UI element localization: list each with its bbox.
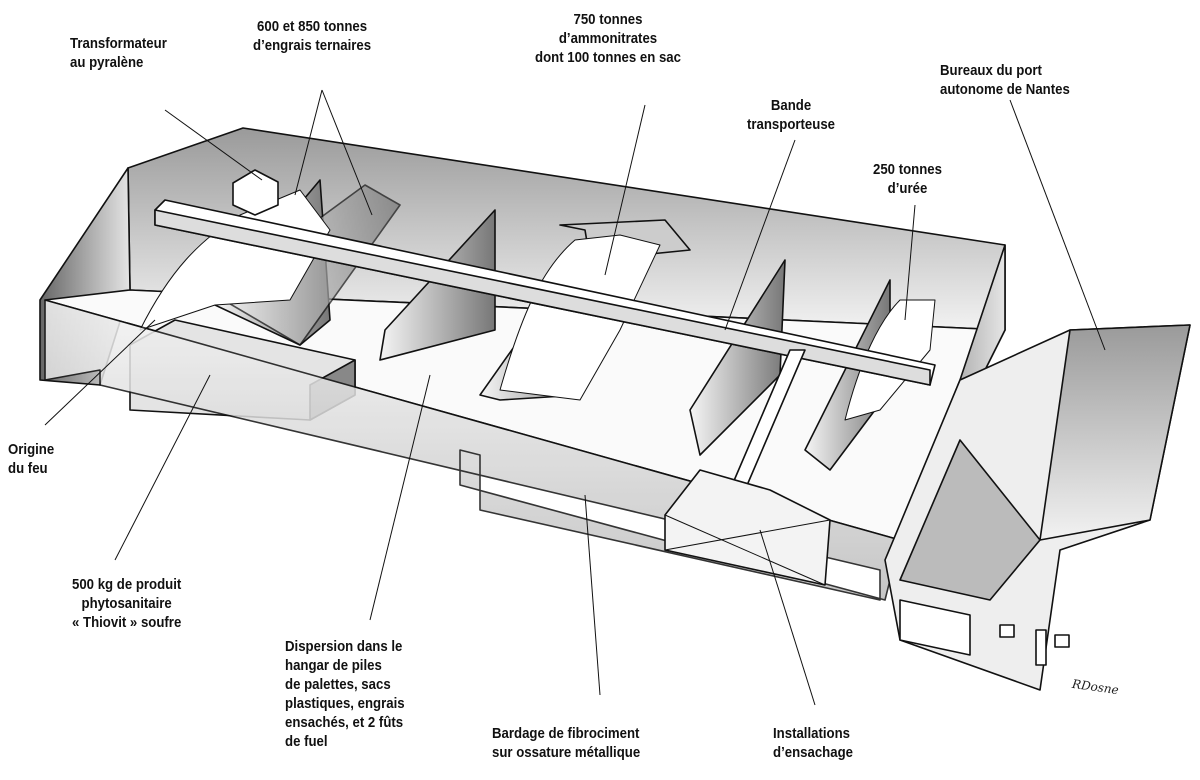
label-origine-feu: Origine du feu	[8, 441, 55, 477]
label-ammonitrates: 750 tonnes d’ammonitrates dont 100 tonne…	[535, 11, 681, 66]
label-produit-phytosanitaire: 500 kg de produit phytosanitaire « Thiov…	[72, 576, 182, 631]
leader-lines	[44, 89, 1106, 706]
front-wall	[44, 299, 901, 601]
label-bardage: Bardage de fibrociment sur ossature méta…	[492, 725, 641, 761]
label-uree: 250 tonnes d’urée	[873, 161, 942, 197]
label-bureaux: Bureaux du port autonome de Nantes	[940, 62, 1070, 98]
label-transformateur: Transformateur au pyralène	[70, 35, 167, 71]
label-engrais-ternaires: 600 et 850 tonnes d’engrais ternaires	[253, 18, 372, 54]
label-bande-transporteuse: Bande transporteuse	[747, 97, 836, 133]
label-ensachage: Installations d’ensachage	[773, 725, 853, 761]
label-dispersion: Dispersion dans le hangar de piles de pa…	[285, 638, 405, 750]
transformer	[232, 169, 279, 216]
